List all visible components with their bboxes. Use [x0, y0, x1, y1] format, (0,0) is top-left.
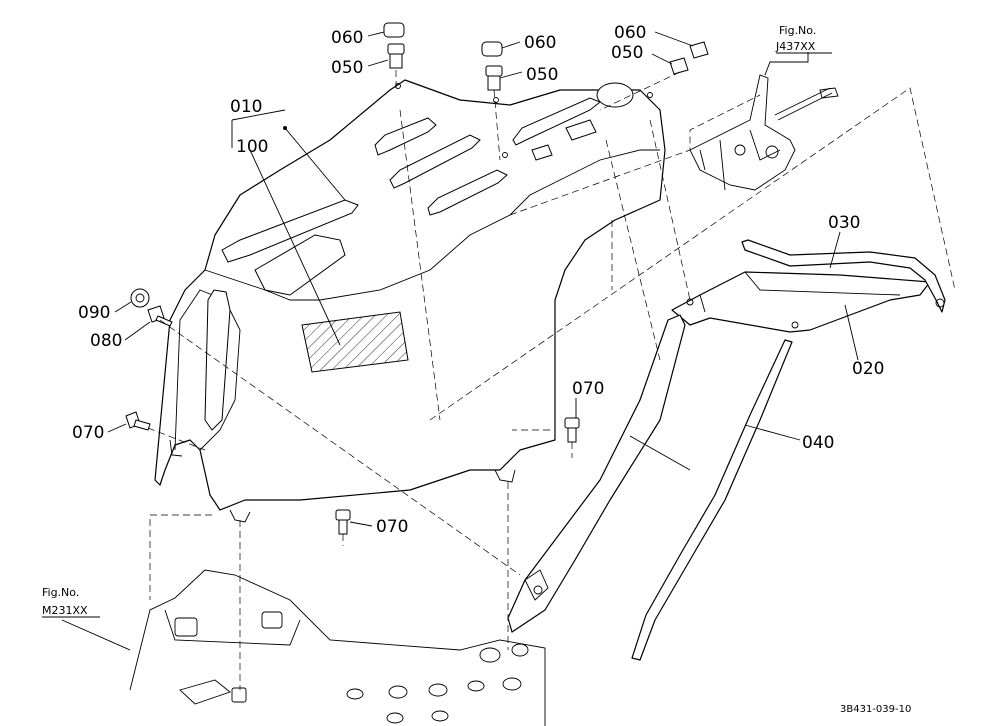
cap-060-a [383, 22, 405, 38]
fig-ref-title-lower: Fig.No. [42, 586, 79, 599]
figure-reference-lower[interactable]: Fig.No. M231XX [42, 586, 100, 618]
label-090: 090 [78, 303, 110, 323]
fig-ref-code-upper: J437XX [775, 40, 816, 53]
bolt-070-b [564, 417, 580, 443]
figure-reference-upper[interactable]: Fig.No. J437XX [775, 24, 832, 54]
bolt-070-a [125, 411, 151, 431]
upper-bracket-assembly [689, 74, 839, 191]
label-070-b: 070 [572, 379, 604, 399]
label-050-b: 050 [526, 65, 558, 85]
stay-plate-020 [671, 271, 931, 333]
side-rail [507, 314, 686, 633]
callout-labels: 060 050 060 050 060 050 010 100 030 020 … [72, 23, 884, 537]
nut-090 [130, 288, 150, 308]
bolt-050-b [485, 65, 503, 91]
label-040: 040 [802, 433, 834, 453]
assembly-guides [147, 70, 956, 690]
leader-lines [61, 31, 859, 651]
label-070-a: 070 [72, 423, 104, 443]
arm-030 [741, 239, 946, 313]
label-080: 080 [90, 331, 122, 351]
label-060-b: 060 [524, 33, 556, 53]
label-plate-100 [301, 311, 409, 373]
floor-frame [129, 569, 546, 726]
bolt-050-a [387, 43, 405, 69]
label-070-c: 070 [376, 517, 408, 537]
label-060-c: 060 [614, 23, 646, 43]
fig-ref-title-upper: Fig.No. [779, 24, 816, 37]
cap-060-b [481, 41, 503, 57]
label-050-a: 050 [331, 58, 363, 78]
bolt-070-c [335, 509, 351, 535]
bolt-080 [147, 305, 173, 327]
bolt-050-c [669, 57, 689, 75]
cap-060-c [689, 41, 709, 59]
drawing-code: 3B431-039-10 [840, 704, 911, 715]
label-100: 100 [236, 137, 268, 157]
label-050-c: 050 [611, 43, 643, 63]
main-panel-010 [154, 79, 666, 523]
label-010: 010 [230, 97, 262, 117]
edge-trim-040 [631, 339, 793, 661]
label-020: 020 [852, 359, 884, 379]
label-030: 030 [828, 213, 860, 233]
label-060-a: 060 [331, 28, 363, 48]
fig-ref-code-lower: M231XX [42, 604, 88, 617]
